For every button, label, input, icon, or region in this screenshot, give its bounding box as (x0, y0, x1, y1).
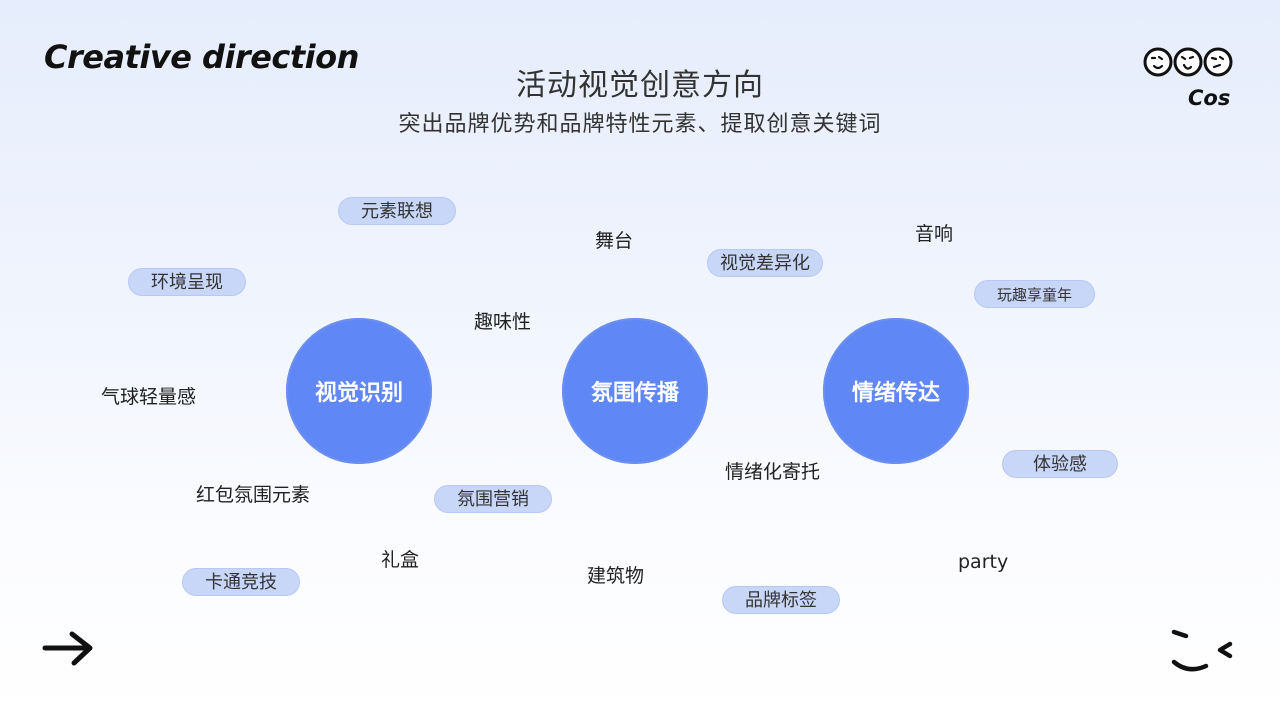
smile-face-icon (1171, 629, 1233, 672)
page-title: 活动视觉创意方向 (516, 68, 764, 103)
keyword-text: 音响 (915, 223, 954, 245)
keyword-text: 建筑物 (587, 565, 645, 587)
keyword-text: 趣味性 (474, 311, 532, 333)
keyword-text: 气球轻量感 (101, 386, 197, 408)
circle-atmosphere-spread: 氛围传播 (562, 318, 708, 464)
page-subtitle: 突出品牌优势和品牌特性元素、提取创意关键词 (398, 112, 882, 137)
faces-logo-icon (1143, 47, 1233, 77)
keyword-chip: 视觉差异化 (707, 249, 823, 277)
keyword-text: 红包氛围元素 (196, 484, 311, 506)
keyword-chip: 体验感 (1002, 450, 1118, 478)
brand-title: Creative direction (44, 38, 359, 76)
keyword-chip: 卡通竞技 (182, 568, 300, 596)
keyword-text: party (958, 551, 1009, 573)
circle-visual-identity: 视觉识别 (286, 318, 432, 464)
circle-emotion-convey: 情绪传达 (823, 318, 969, 464)
keyword-text: 情绪化寄托 (725, 461, 821, 483)
keyword-text: 舞台 (595, 230, 634, 252)
keyword-chip: 元素联想 (338, 197, 456, 225)
keyword-chip: 氛围营销 (434, 485, 552, 513)
keyword-chip: 品牌标签 (722, 586, 840, 614)
keyword-chip: 环境呈现 (128, 268, 246, 296)
keyword-text: 礼盒 (381, 549, 420, 571)
keyword-chip: 玩趣享童年 (974, 280, 1096, 308)
arrow-right-icon (42, 631, 93, 666)
logo-text: Cos (1188, 86, 1231, 110)
